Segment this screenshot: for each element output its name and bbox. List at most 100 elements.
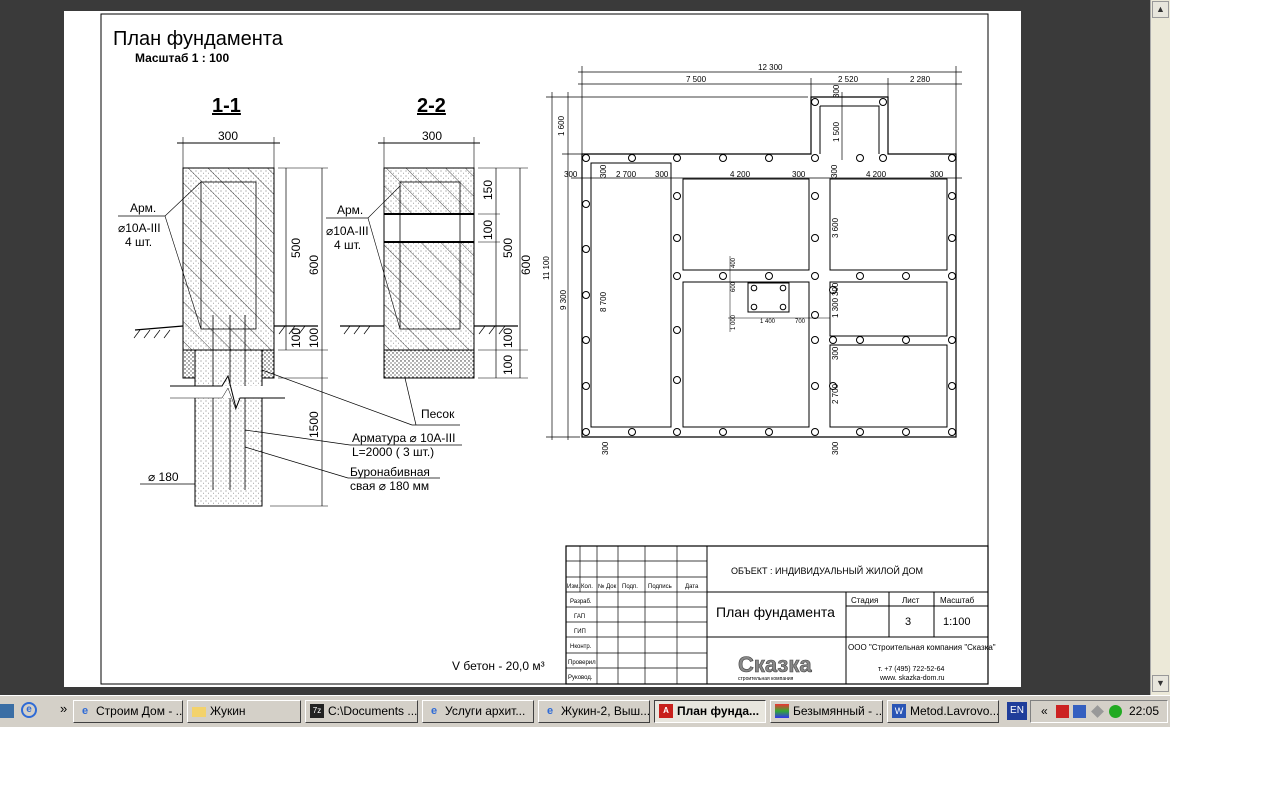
clock[interactable]: 22:05 bbox=[1129, 704, 1160, 718]
stamp-sheet-title: План фундамента bbox=[716, 604, 835, 620]
plan-dim-8700: 8 700 bbox=[599, 291, 608, 312]
plan-dim-row-300a: 300 bbox=[564, 170, 578, 179]
taskbar-button-4[interactable]: e Жукин-2, Выш... bbox=[538, 700, 650, 723]
company-logo: Сказка bbox=[738, 652, 812, 677]
system-tray: « 22:05 bbox=[1030, 700, 1168, 723]
stamp-phone: т. +7 (495) 722-52-64 bbox=[878, 666, 945, 673]
tray-wifi-icon[interactable] bbox=[1109, 705, 1122, 718]
stamp-sheet-label: Лист bbox=[902, 596, 920, 605]
stamp-scale-value: 1:100 bbox=[943, 616, 971, 628]
plan-dim-2280: 2 280 bbox=[910, 75, 931, 84]
plan-dim-row-300c: 300 bbox=[655, 170, 669, 179]
ie-icon: e bbox=[81, 705, 89, 717]
stamp-col-signature: Подпись bbox=[648, 584, 672, 590]
stamp-role-1: ГАП bbox=[574, 614, 585, 620]
rebar-callout-line2: L=2000 ( 3 шт.) bbox=[352, 445, 434, 459]
taskbar-button-label: Безымянный - ... bbox=[793, 704, 883, 718]
plan-dim-b300b: 300 bbox=[831, 441, 840, 455]
plan-dim-9300: 9 300 bbox=[559, 289, 568, 310]
title-block: Изм. Кол. № Док Подп. Подпись Дата Разра… bbox=[565, 545, 996, 685]
concrete-volume: V бетон - 20,0 м³ bbox=[452, 659, 545, 673]
taskbar-button-label: Жукин-2, Выш... bbox=[561, 704, 650, 718]
stamp-role-3: Нконтр. bbox=[570, 644, 592, 650]
section1-pile-diam: ⌀ 180 bbox=[148, 470, 179, 484]
language-indicator[interactable]: EN bbox=[1007, 702, 1027, 720]
stamp-stage-label: Стадия bbox=[851, 596, 878, 605]
taskbar-button-label: Metod.Lavrovo... bbox=[910, 704, 999, 718]
section1-width-dim: 300 bbox=[218, 129, 238, 143]
section2-rebar-label: Арм. bbox=[337, 203, 363, 217]
ie-icon: e bbox=[430, 705, 438, 717]
section1-dim-100a: 100 bbox=[289, 328, 303, 348]
scroll-up-button[interactable]: ▲ bbox=[1152, 1, 1169, 18]
plan-dim-row-300d: 300 bbox=[792, 170, 806, 179]
paint-icon bbox=[775, 704, 789, 718]
tray-app-icon[interactable] bbox=[1056, 705, 1069, 718]
section1-rebar-qty: 4 шт. bbox=[125, 235, 152, 249]
pile-callout-line2: свая ⌀ 180 мм bbox=[350, 479, 429, 493]
plan-dim-1300: 1 300 bbox=[831, 297, 840, 318]
stamp-col-izm: Изм. bbox=[567, 584, 580, 590]
desktop-icon[interactable] bbox=[0, 704, 14, 718]
taskbar-button-0[interactable]: e Строим Дом - ... bbox=[73, 700, 183, 723]
taskbar-button-label: Строим Дом - ... bbox=[96, 704, 183, 718]
taskbar-button-label: План фунда... bbox=[677, 704, 760, 718]
stamp-role-2: ГИП bbox=[574, 629, 586, 635]
rebar-callout-line1: Арматура ⌀ 10A-III bbox=[352, 431, 455, 445]
tray-expand-icon[interactable]: « bbox=[1041, 704, 1048, 718]
plan-dim-r300a: 300 bbox=[831, 282, 840, 296]
folder-icon bbox=[192, 707, 206, 717]
stamp-role-4: Проверил bbox=[568, 660, 596, 666]
plan-dim-11100: 11 100 bbox=[542, 256, 551, 280]
word-icon: W bbox=[892, 704, 906, 718]
drawing-title: План фундамента bbox=[113, 28, 284, 50]
vertical-scrollbar[interactable]: ▲ ▼ bbox=[1150, 0, 1170, 695]
foundation-drawing: План фундамента Масштаб 1 : 100 1-1 300 bbox=[100, 13, 996, 685]
callouts: Песок Арматура ⌀ 10A-III L=2000 ( 3 шт.)… bbox=[244, 369, 462, 493]
taskbar-button-6[interactable]: Безымянный - ... bbox=[770, 700, 883, 723]
plan-dim-2520: 2 520 bbox=[838, 75, 859, 84]
foundation-plan: 12 300 7 500 2 520 2 280 300 1 500 1 600… bbox=[542, 63, 962, 455]
ie-icon[interactable]: e bbox=[21, 702, 37, 718]
plan-dim-row-4200b: 4 200 bbox=[866, 170, 887, 179]
tray-app-icon[interactable] bbox=[1073, 705, 1086, 718]
plan-dim-row-300b: 300 bbox=[599, 164, 608, 178]
company-logo-sub: строительная компания bbox=[738, 676, 794, 682]
scroll-down-button[interactable]: ▼ bbox=[1152, 675, 1169, 692]
taskbar-button-7[interactable]: W Metod.Lavrovo... bbox=[887, 700, 999, 723]
stamp-col-podp: Подп. bbox=[622, 584, 638, 590]
section1-rebar-spec: ⌀10A-III bbox=[118, 221, 161, 235]
taskbar-button-label: C:\Documents ... bbox=[328, 704, 418, 718]
section2-dim-600: 600 bbox=[519, 255, 533, 275]
stamp-col-doc: № Док bbox=[598, 583, 617, 590]
stamp-col-date: Дата bbox=[685, 584, 699, 590]
section2-title: 2-2 bbox=[417, 95, 446, 117]
stamp-object: ОБЪЕКТ : ИНДИВИДУАЛЬНЫЙ ЖИЛОЙ ДОМ bbox=[731, 565, 923, 576]
taskbar-button-1[interactable]: Жукин bbox=[187, 700, 301, 723]
plan-dim-1400: 1 400 bbox=[760, 319, 776, 325]
plan-dim-1500: 1 500 bbox=[832, 121, 841, 142]
plan-dim-7500: 7 500 bbox=[686, 75, 707, 84]
section2-dim-100: 100 bbox=[481, 220, 495, 240]
stamp-role-5: Руковод. bbox=[568, 675, 593, 681]
pile-callout-line1: Буронабивная bbox=[350, 465, 430, 479]
stamp-role-0: Разраб. bbox=[570, 599, 592, 605]
section2-rebar-spec: ⌀10A-III bbox=[326, 224, 369, 238]
drawing-page: План фундамента Масштаб 1 : 100 1-1 300 bbox=[64, 11, 1021, 687]
tray-network-icon[interactable] bbox=[1091, 705, 1104, 718]
plan-dim-row-300f: 300 bbox=[930, 170, 944, 179]
section1-dim-1500: 1500 bbox=[307, 411, 321, 438]
more-quicklaunch-icon[interactable]: » bbox=[60, 701, 68, 716]
stamp-sheet-no: 3 bbox=[905, 616, 911, 628]
section-1-1: 1-1 300 bbox=[118, 95, 328, 507]
stamp-company: ООО "Строительная компания "Сказка" bbox=[848, 643, 996, 652]
ie-icon: e bbox=[546, 705, 554, 717]
sand-callout: Песок bbox=[421, 407, 455, 421]
plan-dim-2700: 2 700 bbox=[831, 383, 840, 404]
pdf-viewer-area: План фундамента Масштаб 1 : 100 1-1 300 bbox=[0, 0, 1170, 695]
plan-dim-b300a: 300 bbox=[601, 441, 610, 455]
